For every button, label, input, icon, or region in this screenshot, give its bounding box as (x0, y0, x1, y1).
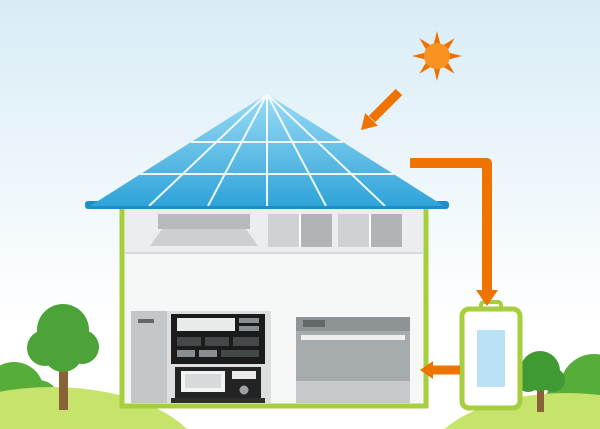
solar-panel-grid (140, 94, 394, 206)
sunlight-arrow-head (361, 113, 378, 130)
control-unit-button (199, 350, 217, 357)
microwave-knob (239, 385, 249, 395)
kitchen-cabinet-door (131, 311, 167, 403)
second-floor-windows (268, 214, 402, 247)
left-tree (27, 304, 99, 410)
left-tree-foliage (43, 332, 83, 372)
panel-grid-line (266, 94, 386, 206)
right-tree-trunk (537, 388, 544, 412)
roof-to-battery-arrow-head (476, 290, 498, 306)
solar-panel-roof (85, 94, 449, 209)
panel-grid-line (266, 94, 327, 206)
window-pane-dark (370, 214, 402, 247)
dishwasher (296, 317, 410, 403)
range-hood-canopy (150, 229, 258, 246)
sunlight-arrow-shaft (368, 88, 403, 123)
microwave-panel (232, 371, 256, 379)
control-unit-button (177, 350, 195, 357)
window-mullion (369, 214, 371, 247)
control-unit-display (177, 318, 235, 331)
battery-charge-cell (477, 330, 505, 387)
energy-flow-arrows (361, 88, 498, 379)
range-hood (150, 214, 258, 246)
left-hill (0, 387, 187, 429)
left-tree-trunk (59, 352, 68, 410)
dishwasher-handle (303, 320, 325, 327)
window-mullion (299, 214, 301, 247)
control-unit-panel (205, 337, 229, 346)
battery-to-house-arrow-head (420, 361, 433, 379)
control-unit-button (239, 326, 259, 331)
floor-divider-line (125, 252, 423, 254)
right-hill (444, 393, 600, 429)
panel-grid-line (148, 94, 268, 206)
dishwasher-lower-panel (296, 381, 410, 403)
panel-grid-line (207, 94, 268, 206)
sun-rays (412, 31, 462, 81)
range-hood-duct (158, 214, 250, 229)
dishwasher-slot (301, 335, 405, 340)
cabinet-handle (138, 319, 154, 323)
sun (412, 31, 462, 81)
microwave-window-glass (185, 374, 221, 388)
control-unit-panel (233, 337, 259, 346)
control-unit-panel (221, 350, 259, 357)
appliance-base (171, 398, 265, 403)
storage-battery (459, 300, 523, 411)
control-unit-panel (177, 337, 201, 346)
roof-to-battery-arrow-shaft (410, 158, 492, 291)
greenery (0, 304, 600, 429)
battery-to-house-arrow (420, 361, 460, 379)
control-unit-button (239, 318, 259, 323)
house (119, 203, 429, 409)
sunlight-arrow (361, 88, 403, 130)
sun-core (424, 43, 450, 69)
right-tree-foliage (541, 368, 565, 392)
window-pane-dark (300, 214, 332, 247)
roof-to-battery-arrow (410, 158, 498, 306)
kitchen-unit (131, 311, 271, 403)
